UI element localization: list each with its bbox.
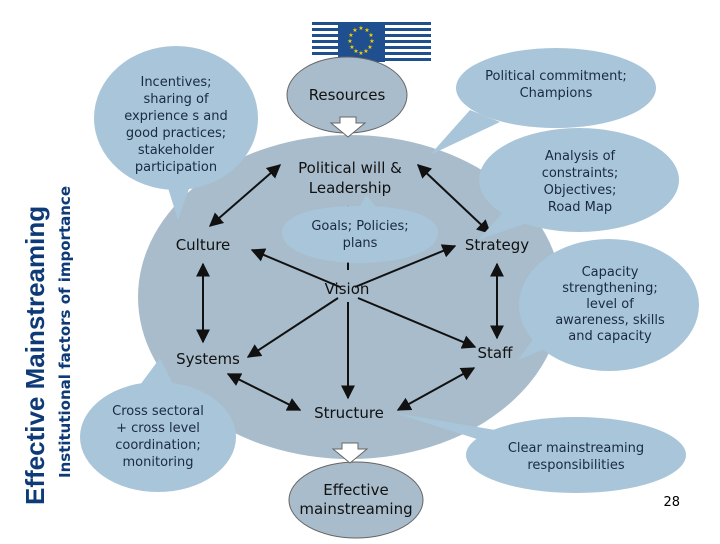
svg-text:★: ★ (348, 32, 353, 39)
effective-box: Effective mainstreaming (288, 461, 424, 539)
cross-sectoral-callout: Cross sectoral + cross level coordinatio… (80, 358, 236, 492)
capacity-line-1: Capacity (582, 265, 639, 280)
analysis-line-4: Road Map (548, 200, 612, 215)
political-will-label-1: Political will & (298, 159, 402, 177)
cross-line-3: coordination; (115, 438, 201, 453)
svg-text:★: ★ (347, 38, 352, 45)
resources-label: Resources (309, 86, 386, 104)
analysis-line-1: Analysis of (545, 149, 616, 164)
cross-line-1: Cross sectoral (112, 404, 204, 419)
analysis-line-3: Objectives; (544, 183, 617, 198)
arrow-structure-down (331, 442, 369, 464)
spokes (246, 205, 477, 400)
goals-callout: Goals; Policies; plans (282, 195, 438, 263)
svg-text:★: ★ (349, 44, 354, 51)
effective-label-2: mainstreaming (299, 500, 412, 518)
goals-line-2: plans (343, 236, 378, 251)
clear-line-1: Clear mainstreaming (508, 441, 644, 456)
capacity-callout: Capacity strengthening; level of awarene… (518, 239, 699, 371)
svg-text:★: ★ (358, 25, 363, 32)
svg-text:★: ★ (363, 48, 368, 55)
staff-label: Staff (478, 344, 514, 362)
culture-label: Culture (176, 236, 231, 254)
title-main: Effective Mainstreaming (20, 206, 50, 505)
arrow-resources-down (329, 116, 367, 138)
commitment-line-1: Political commitment; (485, 69, 627, 84)
incentives-line-1: Incentives; (140, 75, 211, 90)
political-will-label-2: Leadership (309, 179, 391, 197)
incentives-callout: Incentives; sharing of exprience s and g… (94, 46, 258, 220)
systems-label: Systems (176, 350, 240, 368)
resources-box: Resources (286, 56, 408, 134)
political-commitment-callout: Political commitment; Champions (430, 48, 656, 155)
eu-logo: ★★★ ★★★ ★★★ ★★★ (312, 22, 431, 62)
incentives-line-5: stakeholder (138, 143, 215, 158)
svg-text:★: ★ (358, 50, 363, 57)
page-number: 28 (663, 495, 680, 510)
incentives-line-3: exprience s and (124, 109, 228, 124)
svg-text:★: ★ (369, 38, 374, 45)
goals-line-1: Goals; Policies; (311, 219, 408, 234)
structure-label: Structure (314, 404, 384, 422)
capacity-line-5: and capacity (568, 329, 652, 344)
capacity-line-3: level of (586, 297, 634, 312)
capacity-line-4: awareness, skills (555, 313, 665, 328)
ring-arrows (196, 164, 504, 411)
vertical-title: Effective Mainstreaming Institutional fa… (0, 0, 90, 540)
strategy-label: Strategy (465, 236, 529, 254)
svg-text:★: ★ (353, 48, 358, 55)
clear-line-2: responsibilities (527, 458, 624, 473)
capacity-line-2: strengthening; (562, 281, 657, 296)
title-sub: Institutional factors of importance (56, 186, 74, 478)
analysis-callout: Analysis of constraints; Objectives; Roa… (478, 128, 679, 240)
cross-line-2: + cross level (116, 421, 200, 436)
svg-text:★: ★ (364, 27, 369, 34)
commitment-line-2: Champions (520, 86, 593, 101)
incentives-line-4: good practices; (126, 126, 226, 141)
incentives-line-6: participation (135, 160, 217, 175)
effective-label-1: Effective (323, 481, 388, 499)
cross-line-4: monitoring (123, 455, 194, 470)
svg-text:★: ★ (367, 44, 372, 51)
svg-text:★: ★ (352, 27, 357, 34)
svg-text:★: ★ (368, 32, 373, 39)
analysis-line-2: constraints; (542, 166, 619, 181)
clear-responsibilities-callout: Clear mainstreaming responsibilities (395, 413, 686, 493)
incentives-line-2: sharing of (143, 92, 209, 107)
